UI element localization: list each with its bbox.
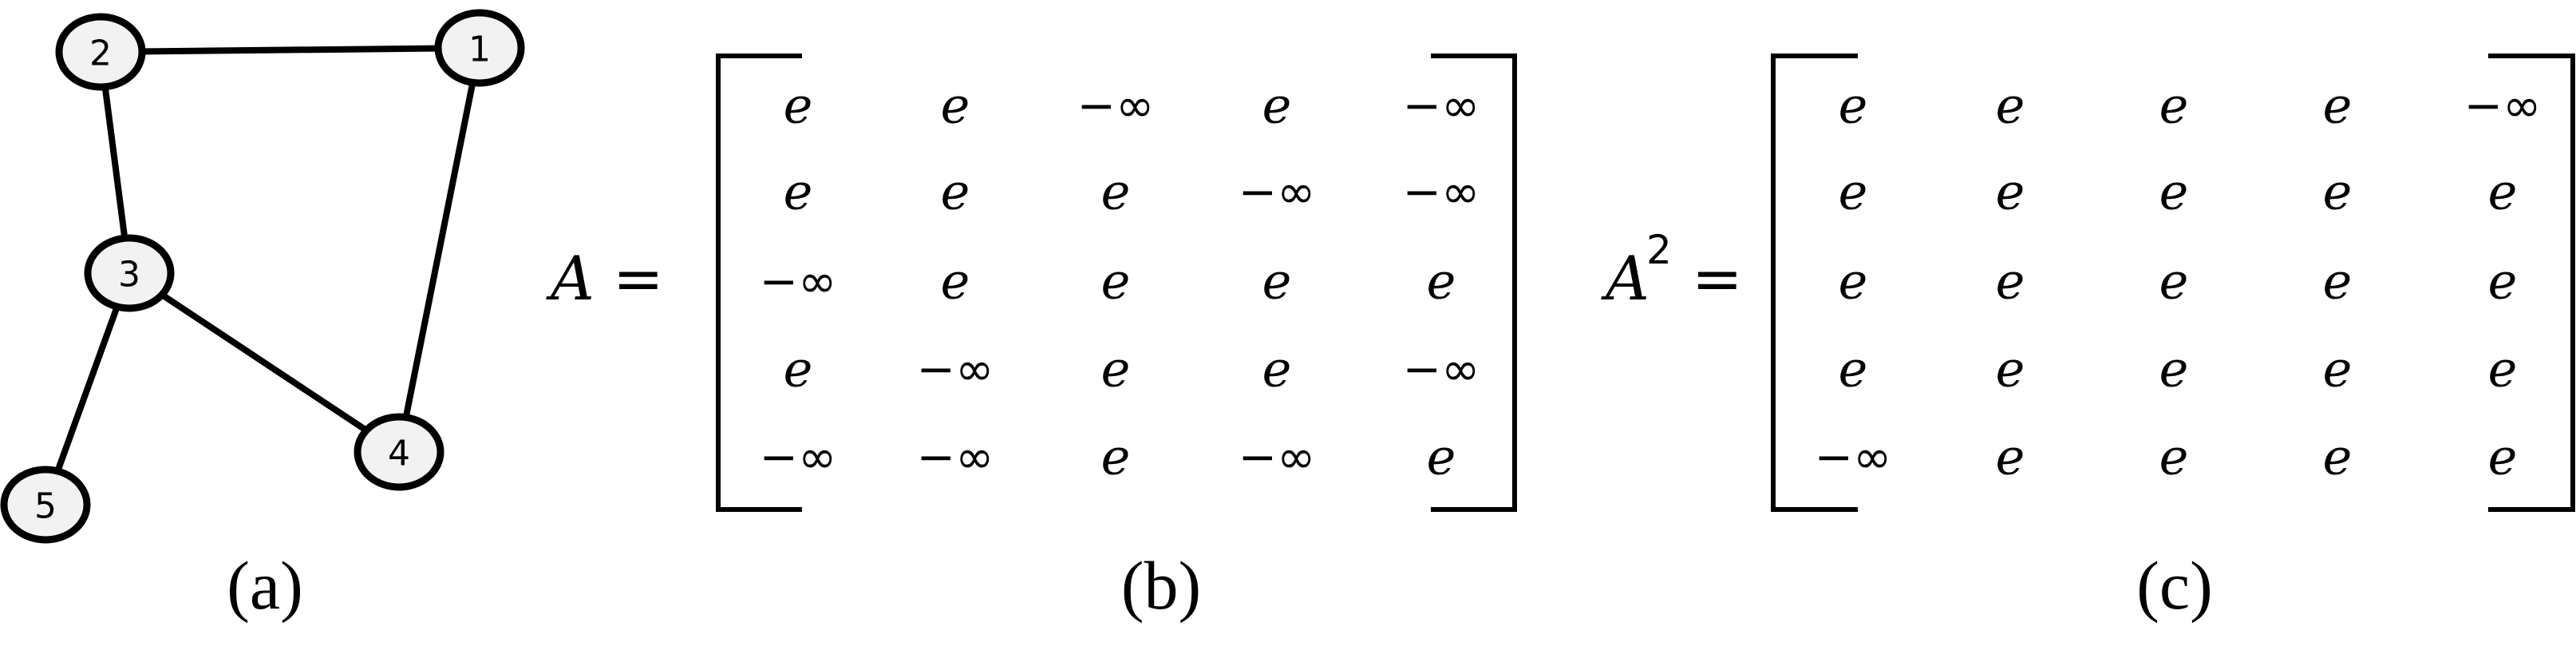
left-bracket-b bbox=[716, 54, 802, 512]
edge-2-1 bbox=[100, 45, 480, 55]
node-label: 1 bbox=[468, 30, 491, 70]
matrix-cell-r3-c1: −∞ bbox=[760, 254, 837, 308]
caption-b: (b) bbox=[1121, 547, 1201, 624]
matrix-cell-r3-c2: e bbox=[1996, 252, 2025, 311]
matrix-cell-r2-c1: e bbox=[1839, 163, 1868, 221]
matrix-cell-r1-c1: e bbox=[784, 77, 813, 135]
node-circle bbox=[84, 234, 175, 312]
matrix-cell-r1-c2: e bbox=[941, 77, 970, 135]
graph-node-5: 5 bbox=[0, 466, 91, 544]
edge-3-4 bbox=[127, 270, 401, 455]
caption-c: (c) bbox=[2136, 547, 2212, 624]
matrix-cell-r3-c1: e bbox=[1839, 252, 1868, 311]
node-circle bbox=[354, 413, 444, 491]
matrix-cell-r4-c2: −∞ bbox=[917, 342, 994, 396]
matrix-cell-r1-c5: −∞ bbox=[1403, 78, 1480, 133]
caption-a: (a) bbox=[227, 547, 302, 624]
node-label: 3 bbox=[118, 255, 140, 295]
matrix-cell-r4-c1: e bbox=[1839, 340, 1868, 398]
matrix-cell-r1-c3: −∞ bbox=[1077, 78, 1155, 133]
left-bracket-c bbox=[1771, 54, 1858, 512]
matrix-cell-r4-c3: e bbox=[2159, 340, 2189, 398]
graph-node-2: 2 bbox=[55, 13, 146, 91]
matrix-cell-r1-c1: e bbox=[1839, 77, 1868, 135]
matrix-cell-r2-c4: −∞ bbox=[1239, 165, 1316, 219]
matrix-cell-r5-c2: e bbox=[1996, 428, 2025, 486]
graph-node-4: 4 bbox=[354, 413, 444, 491]
matrix-cell-r2-c1: e bbox=[784, 163, 813, 221]
matrix-cell-r1-c3: e bbox=[2159, 77, 2189, 135]
matrix-cell-r2-c3: e bbox=[2159, 163, 2189, 221]
matrix-cell-r2-c5: e bbox=[2488, 163, 2518, 221]
matrix-a2-symbol: A bbox=[1601, 243, 1650, 314]
matrix-cell-r5-c1: −∞ bbox=[760, 430, 837, 484]
matrix-cell-r1-c4: e bbox=[1262, 77, 1292, 135]
matrix-cell-r4-c5: e bbox=[2488, 340, 2518, 398]
matrix-cell-r3-c3: e bbox=[1101, 252, 1131, 311]
matrix-cell-r3-c5: e bbox=[1427, 252, 1456, 311]
node-circle bbox=[434, 9, 525, 87]
matrix-cell-r4-c4: e bbox=[2323, 340, 2353, 398]
matrix-cell-r4-c3: e bbox=[1101, 340, 1131, 398]
matrix-cell-r4-c4: e bbox=[1262, 340, 1292, 398]
right-bracket-c bbox=[2488, 54, 2575, 512]
matrix-cell-r4-c2: e bbox=[1996, 340, 2025, 398]
graph-node-3: 3 bbox=[84, 234, 175, 312]
matrix-cell-r5-c3: e bbox=[2159, 428, 2189, 486]
matrix-cell-r4-c5: −∞ bbox=[1403, 342, 1480, 396]
edge-3-5 bbox=[42, 272, 132, 506]
matrix-cell-r1-c5: −∞ bbox=[2464, 78, 2542, 133]
matrix-cell-r2-c4: e bbox=[2323, 163, 2353, 221]
right-bracket-b bbox=[1431, 54, 1517, 512]
graph-nodes: 1 2 3 4 5 bbox=[0, 9, 525, 544]
matrix-cell-r5-c5: e bbox=[2488, 428, 2518, 486]
matrix-cell-r1-c2: e bbox=[1996, 77, 2025, 135]
matrix-cell-r5-c1: −∞ bbox=[1815, 430, 1892, 484]
matrix-cell-r5-c2: −∞ bbox=[917, 430, 994, 484]
matrix-cell-r3-c4: e bbox=[1262, 252, 1292, 311]
matrix-a-symbol: A bbox=[546, 243, 595, 314]
matrix-cell-r3-c4: e bbox=[2323, 252, 2353, 311]
graph-node-1: 1 bbox=[434, 9, 525, 87]
node-label: 5 bbox=[34, 486, 57, 527]
node-label: 4 bbox=[388, 434, 410, 474]
edge-1-4 bbox=[396, 47, 483, 453]
equals-sign-c: = bbox=[1692, 243, 1743, 314]
matrix-cell-r4-c1: e bbox=[784, 340, 813, 398]
matrix-cell-r2-c3: e bbox=[1101, 163, 1131, 221]
matrix-cell-r3-c2: e bbox=[941, 252, 970, 311]
matrix-cell-r5-c5: e bbox=[1427, 428, 1456, 486]
matrix-cell-r2-c2: e bbox=[941, 163, 970, 221]
node-circle bbox=[55, 13, 146, 91]
matrix-cell-r5-c4: −∞ bbox=[1239, 430, 1316, 484]
graph-panel-a: 1 2 3 4 5 (a) bbox=[0, 9, 525, 624]
matrix-cell-r3-c5: e bbox=[2488, 252, 2518, 311]
matrix-cell-r3-c3: e bbox=[2159, 252, 2189, 311]
matrix-cell-r5-c3: e bbox=[1101, 428, 1131, 486]
matrix-cell-r2-c2: e bbox=[1996, 163, 2025, 221]
node-label: 2 bbox=[89, 34, 112, 74]
matrix-a2-superscript: 2 bbox=[1646, 227, 1672, 273]
matrix-cell-r5-c4: e bbox=[2323, 428, 2353, 486]
matrix-cell-r2-c5: −∞ bbox=[1403, 165, 1480, 219]
matrix-cell-r1-c4: e bbox=[2323, 77, 2353, 135]
equals-sign-b: = bbox=[613, 243, 664, 314]
node-circle bbox=[0, 466, 91, 544]
